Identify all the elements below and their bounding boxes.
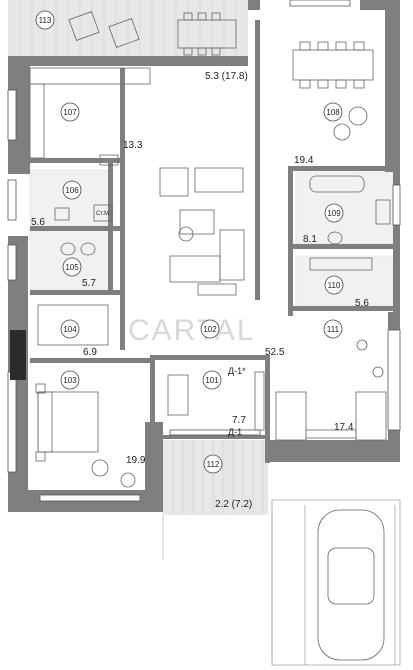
room-area-110: 5.6 — [355, 298, 369, 309]
fireplace — [10, 330, 26, 380]
room-area-113: 5.3 (17.8) — [205, 71, 248, 82]
room-area-111: 17.4 — [334, 422, 354, 433]
room-number-103: 103 — [63, 376, 77, 385]
room-number-112: 112 — [207, 460, 220, 469]
room-number-102: 102 — [203, 325, 217, 334]
room-area-108: 19.4 — [294, 155, 314, 166]
furniture — [29, 11, 391, 661]
room-number-109: 109 — [327, 209, 341, 218]
room-area-102: 52.5 — [265, 347, 285, 358]
room-number-101: 101 — [205, 376, 219, 385]
room-number-107: 107 — [63, 108, 77, 117]
terrace-south — [163, 440, 268, 515]
room-area-112: 2.2 (7.2) — [215, 499, 252, 510]
room-area-104: 6.9 — [83, 347, 97, 358]
room-area-106: 5.6 — [31, 217, 45, 228]
room-area-109: 8.1 — [303, 234, 317, 245]
room-number-106: 106 — [65, 186, 79, 195]
washer-label: Ст.М. — [96, 211, 111, 217]
door-label-d1-star: Д-1* — [228, 366, 246, 376]
room-number-113: 113 — [39, 16, 52, 25]
room-number-105: 105 — [65, 263, 79, 272]
room-area-103: 19.9 — [126, 455, 146, 466]
dimension-lines — [162, 510, 273, 660]
room-number-104: 104 — [63, 325, 77, 334]
room-labels: 113 5.3 (17.8) 107 13.3 108 19.4 106 5.6… — [31, 10, 369, 510]
parking-area — [271, 499, 401, 666]
room-number-111: 111 — [327, 325, 340, 334]
room-area-101: 7.7 — [232, 415, 246, 426]
room-area-107: 13.3 — [123, 140, 143, 151]
windows — [7, 0, 401, 502]
watermark: CARTAL — [128, 314, 256, 347]
door-label-d1: Д-1 — [228, 427, 242, 437]
room-number-110: 110 — [328, 281, 341, 290]
room-number-108: 108 — [326, 108, 340, 117]
room-area-105: 5.7 — [82, 278, 96, 289]
